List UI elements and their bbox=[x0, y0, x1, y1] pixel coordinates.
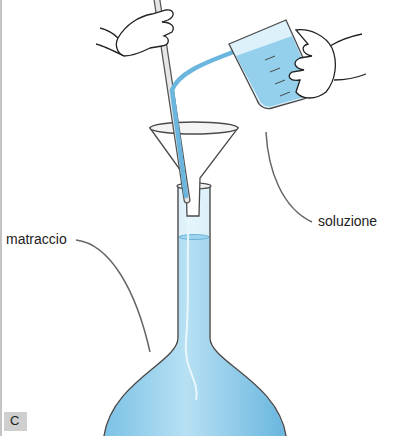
leader-line bbox=[76, 240, 150, 352]
part-label: matraccio bbox=[6, 232, 67, 247]
right-hand bbox=[289, 30, 335, 98]
left-wrist bbox=[96, 28, 124, 56]
flask-liquid bbox=[105, 237, 285, 436]
left-hand bbox=[116, 10, 173, 56]
funnel-rim bbox=[150, 122, 238, 134]
part-label: soluzione bbox=[318, 214, 377, 229]
beaker-marks bbox=[265, 56, 290, 96]
funnel bbox=[150, 128, 238, 216]
right-wrist bbox=[330, 34, 366, 80]
flask-outline bbox=[104, 185, 286, 436]
inner-stream bbox=[186, 215, 197, 400]
frame-line bbox=[1, 0, 2, 436]
meniscus bbox=[179, 235, 209, 240]
figure-tag: C bbox=[4, 412, 27, 431]
flask-glass bbox=[104, 185, 286, 436]
leader-line bbox=[266, 132, 312, 222]
poured-stream bbox=[172, 52, 233, 196]
